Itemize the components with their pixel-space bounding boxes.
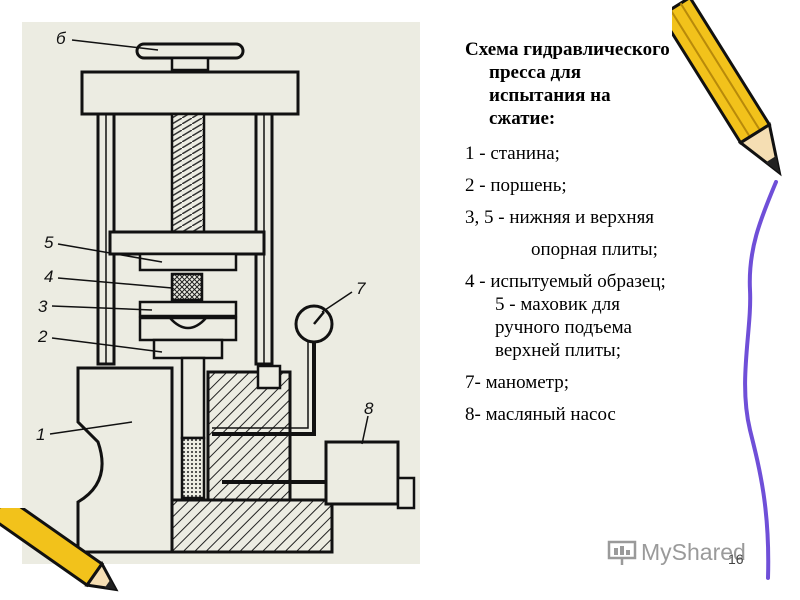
upper-support-plate (138, 252, 238, 272)
legend-item-5: 5 - маховик для ручного подъема верхней … (465, 293, 765, 362)
lower-plate-seat (138, 316, 238, 342)
label-4: 4 (44, 267, 53, 286)
oil-pump (324, 440, 400, 506)
lower-support-plate (138, 300, 238, 318)
presentation-icon (607, 540, 637, 565)
legend-text: Схема гидравлического пресса для испытан… (465, 38, 765, 435)
press-diagram: б 5 4 3 2 1 7 8 (22, 22, 420, 564)
frame-base (76, 366, 174, 554)
top-crossbeam (80, 70, 300, 116)
slide-title: Схема гидравлического пресса для испытан… (465, 38, 765, 130)
squiggle-line (743, 180, 778, 580)
legend-item-5-line-3: верхней плиты; (495, 340, 621, 361)
legend-item-5-line-1: 5 - маховик для (495, 294, 620, 315)
legend-item-3-5-cont: опорная плиты; (531, 239, 658, 260)
title-line-4: сжатие: (489, 108, 556, 129)
page-number: 16 (728, 551, 744, 567)
title-line-1: Схема гидравлического (465, 39, 670, 60)
legend-item-8: 8- масляный насос (465, 404, 616, 425)
legend-item-5-line-2: ручного подъема (495, 317, 632, 338)
legend-item-7: 7- манометр; (465, 372, 569, 393)
legend-item-1: 1 - станина; (465, 143, 560, 164)
legend-item-3-5: 3, 5 - нижняя и верхняя (465, 207, 655, 228)
piston-rod (180, 356, 206, 440)
label-5: 5 (44, 233, 54, 252)
watermark: MyShared (607, 538, 746, 566)
label-8: 8 (364, 399, 374, 418)
gauge-pipe (212, 342, 316, 436)
pencil-icon (672, 0, 782, 177)
label-3: 3 (38, 297, 48, 316)
legend-item-4: 4 - испытуемый образец; (465, 271, 666, 292)
label-6: б (56, 29, 67, 48)
title-line-2: пресса для (489, 62, 582, 83)
specimen (170, 272, 204, 302)
handwheel (135, 42, 245, 60)
legend-item-2: 2 - поршень; (465, 175, 567, 196)
label-1: 1 (36, 425, 45, 444)
title-line-3: испытания на (489, 85, 611, 106)
label-7: 7 (356, 279, 366, 298)
upper-crosshead (108, 230, 266, 256)
lead-screw (170, 112, 206, 234)
label-2: 2 (37, 327, 48, 346)
piston (152, 338, 224, 360)
pencil-bottom-icon (0, 508, 119, 592)
press-drawing: б 5 4 3 2 1 7 8 (36, 29, 416, 554)
base-plate (170, 498, 334, 554)
watermark-text: MyShared (641, 538, 746, 565)
handwheel-hub (170, 56, 210, 72)
